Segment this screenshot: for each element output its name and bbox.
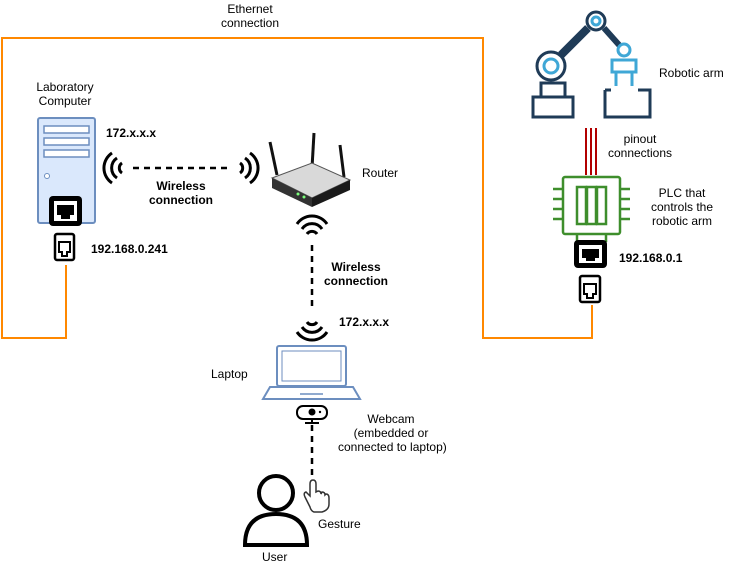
robotic-arm-icon (531, 10, 652, 119)
plc-ip-label: 192.168.0.1 (619, 251, 683, 265)
wireless-connection-label-2: Wireless connection (323, 260, 388, 288)
webcam-label: Webcam (embedded or connected to laptop) (338, 412, 447, 454)
wireless-links (133, 166, 314, 485)
pinout-lines (585, 128, 597, 175)
robotic-arm-label: Robotic arm (659, 66, 724, 80)
router-icon (268, 132, 352, 207)
laboratory-computer-label: Laboratory Computer (36, 80, 94, 108)
ethernet-port-icon (49, 196, 82, 226)
lab-computer-wireless-ip-label: 172.x.x.x (106, 126, 157, 140)
wifi-signal-icon (295, 214, 329, 236)
ethernet-port-icon (574, 240, 607, 268)
ethernet-connection-line (1, 37, 593, 339)
plc-chip-icon (553, 175, 630, 242)
wireless-connection-label: Wireless connection (148, 179, 213, 207)
webcam-icon (296, 405, 328, 424)
lab-computer-ethernet-ip-label: 192.168.0.241 (91, 242, 168, 256)
user-icon (242, 474, 310, 547)
wifi-signal-icon (238, 151, 260, 185)
router-label: Router (362, 166, 399, 180)
ethernet-plug-icon (53, 232, 76, 262)
gesture-label: Gesture (318, 517, 361, 531)
laptop-icon (261, 345, 362, 400)
laptop-label: Laptop (211, 367, 248, 381)
user-label: User (262, 550, 288, 564)
laptop-wireless-ip-label: 172.x.x.x (339, 315, 390, 329)
wifi-signal-icon (295, 320, 329, 342)
plc-label: PLC that controls the robotic arm (650, 186, 714, 228)
pinout-connections-label: pinout connections (607, 132, 673, 160)
ethernet-connection-label: Ethernet connection (220, 2, 280, 30)
ethernet-plug-icon (578, 274, 602, 304)
hand-gesture-icon (303, 479, 330, 513)
wifi-signal-icon (102, 151, 124, 185)
